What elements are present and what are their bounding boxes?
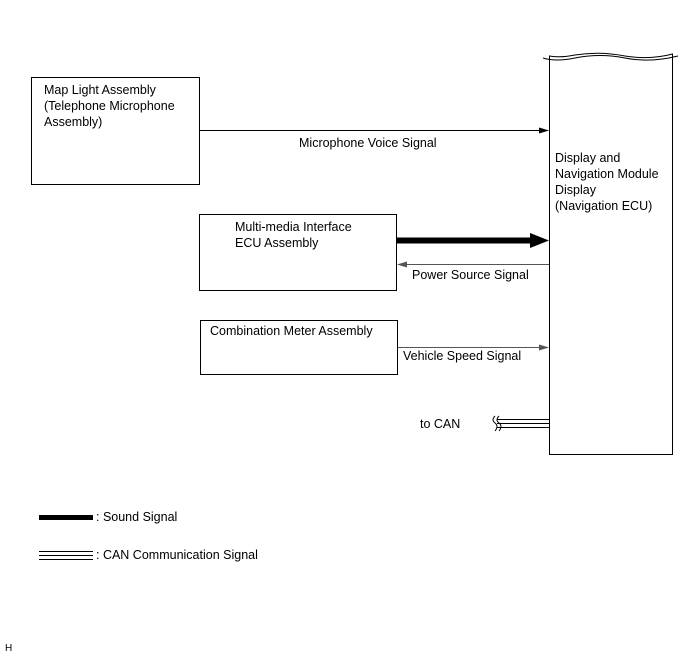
multimedia-box [199, 214, 397, 291]
navigation-box-break [542, 55, 679, 61]
legend-can-lines [39, 551, 93, 560]
navigation-label: Display and Navigation Module Display (N… [555, 151, 659, 213]
microphone-voice-label: Microphone Voice Signal [299, 136, 437, 150]
map-light-label: Map Light Assembly (Telephone Microphone… [44, 83, 175, 129]
multimedia-label: Multi-media Interface ECU Assembly [235, 220, 352, 250]
corner-mark: H [5, 643, 13, 654]
can-lines [492, 415, 549, 432]
map-light-box [31, 77, 200, 185]
power-source-label: Power Source Signal [412, 268, 529, 282]
combination-meter-box [200, 320, 398, 375]
vehicle-speed-label: Vehicle Speed Signal [403, 349, 522, 363]
to-can-label: to CAN [420, 417, 461, 431]
legend-can-label: : CAN Communication Signal [96, 548, 258, 562]
navigation-box [549, 52, 673, 455]
legend-sound-label: : Sound Signal [96, 510, 178, 524]
sound-signal-arrowhead [530, 233, 549, 248]
combination-meter-label: Combination Meter Assembly [210, 324, 373, 338]
